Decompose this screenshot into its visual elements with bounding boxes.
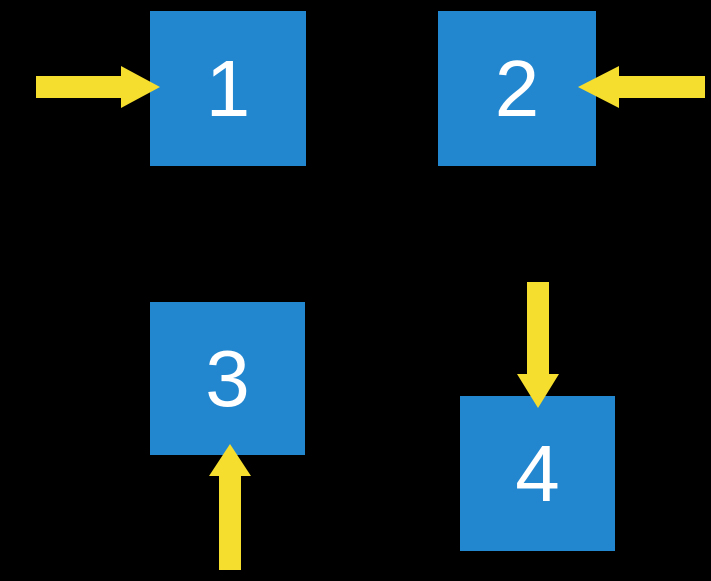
node-box-2[interactable]: 2 [438, 11, 596, 166]
node-box-4-label: 4 [515, 428, 560, 518]
node-box-4[interactable]: 4 [460, 396, 615, 551]
arrow-right-into-box-1 [36, 66, 160, 108]
arrow-right-icon [36, 66, 160, 108]
arrow-up-icon [209, 444, 251, 570]
node-box-3-label: 3 [205, 333, 250, 423]
arrow-left-icon [578, 66, 705, 108]
node-box-1-label: 1 [205, 43, 251, 133]
arrow-down-icon [517, 282, 559, 408]
arrow-left-into-box-2 [578, 66, 705, 108]
arrow-up-into-box-3 [209, 444, 251, 570]
node-box-3[interactable]: 3 [150, 302, 305, 455]
node-box-2-label: 2 [494, 43, 540, 133]
arrow-down-into-box-4 [517, 282, 559, 408]
node-box-1[interactable]: 1 [150, 11, 306, 166]
